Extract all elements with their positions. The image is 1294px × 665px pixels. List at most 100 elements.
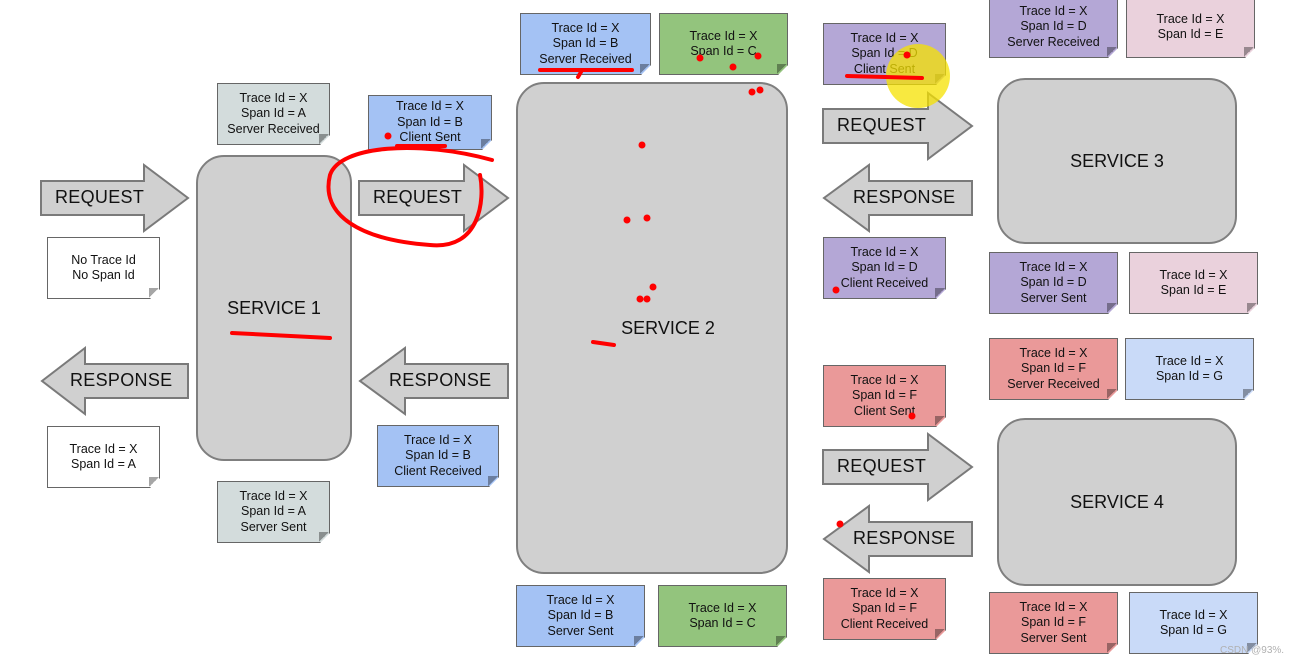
note-line: Span Id = D	[851, 260, 918, 275]
note-line: No Trace Id	[71, 252, 136, 267]
note-line: Span Id = D	[1020, 275, 1087, 290]
response-arrow-2	[358, 346, 509, 416]
note-line: Span Id = A	[241, 504, 306, 519]
note-line: Span Id = F	[1021, 615, 1086, 630]
note-line: Client Received	[840, 616, 929, 631]
service-2-box: SERVICE 2	[516, 82, 788, 574]
request-label-2: REQUEST	[373, 187, 463, 207]
request-label-1: REQUEST	[55, 187, 145, 207]
note-line: Trace Id = X	[850, 585, 919, 600]
service-1-box: SERVICE 1	[196, 155, 352, 461]
note-line: Trace Id = X	[396, 99, 464, 114]
response-arrow-3	[822, 163, 973, 233]
note-line: Trace Id = X	[1159, 267, 1228, 282]
response-arrow-4	[822, 504, 973, 574]
note-line: Trace Id = X	[1159, 607, 1228, 622]
note-line: Trace Id = X	[546, 592, 615, 607]
note-line: Client Sent	[399, 130, 461, 145]
request-arrow-1	[40, 163, 190, 233]
note-line: Trace Id = X	[1019, 599, 1088, 614]
note-line: Span Id = F	[852, 388, 917, 403]
note-line: Span Id = E	[1157, 27, 1224, 41]
note-line: Trace Id = X	[404, 432, 472, 447]
response-label-2: RESPONSE	[389, 370, 492, 390]
note-line: Client Received	[840, 275, 929, 290]
service-3-label: SERVICE 3	[1070, 150, 1164, 171]
response-label-4: RESPONSE	[853, 528, 956, 548]
note-line: Span Id = D	[1020, 19, 1087, 34]
note-line: Trace Id = X	[1019, 259, 1088, 274]
service-4-box: SERVICE 4	[997, 418, 1237, 586]
service-3-box: SERVICE 3	[997, 78, 1237, 244]
note-line: Trace Id = X	[1156, 11, 1225, 26]
response-label-1: RESPONSE	[70, 370, 173, 390]
request-label-3: REQUEST	[837, 115, 927, 135]
note-line: Server Sent	[1020, 630, 1087, 645]
note-line: Trace Id = X	[1019, 3, 1088, 18]
note-line: Trace Id = X	[239, 488, 308, 503]
note-line: Span Id = C	[690, 44, 757, 58]
note-line: Server Received	[539, 51, 632, 66]
note-line: Server Received	[1007, 34, 1100, 49]
note-line: Server Sent	[1020, 290, 1087, 305]
note-line: Span Id = G	[1159, 623, 1228, 637]
note-line: Span Id = B	[552, 36, 619, 51]
note-line: Trace Id = X	[850, 30, 919, 45]
note-line: Span Id = F	[1021, 361, 1086, 376]
note-line: Trace Id = X	[69, 441, 138, 456]
note-line: Client Sent	[853, 61, 916, 76]
watermark: CSDN @93%.	[1220, 645, 1285, 656]
request-label-4: REQUEST	[837, 456, 927, 476]
service-4-label: SERVICE 4	[1070, 491, 1164, 512]
note-line: Server Sent	[547, 623, 614, 638]
note-line: Trace Id = X	[1019, 345, 1088, 360]
note-line: Span Id = A	[71, 457, 136, 471]
note-line: Trace Id = X	[689, 28, 758, 43]
response-label-3: RESPONSE	[853, 187, 956, 207]
note-line: Server Received	[227, 121, 320, 136]
note-line: Client Sent	[853, 403, 916, 418]
note-line: Span Id = B	[547, 608, 614, 623]
note-line: Trace Id = X	[1155, 353, 1224, 368]
note-line: Span Id = B	[405, 448, 471, 463]
note-line: Trace Id = X	[688, 600, 757, 615]
note-line: Span Id = D	[851, 46, 918, 61]
note-line: Server Sent	[240, 519, 307, 534]
note-line: Span Id = B	[397, 114, 463, 129]
note-line: No Span Id	[72, 268, 135, 282]
note-line: Span Id = E	[1160, 283, 1227, 297]
note-line: Server Received	[1007, 376, 1100, 391]
note-line: Trace Id = X	[850, 372, 919, 387]
response-arrow-1	[40, 346, 189, 416]
service-1-label: SERVICE 1	[227, 297, 321, 318]
note-line: Span Id = F	[852, 601, 917, 616]
note-line: Client Received	[394, 463, 482, 478]
note-line: Span Id = A	[241, 106, 306, 121]
service-2-label: SERVICE 2	[621, 317, 715, 338]
note-line: Span Id = C	[689, 616, 756, 630]
note-line: Trace Id = X	[239, 90, 308, 105]
note-line: Trace Id = X	[850, 244, 919, 259]
